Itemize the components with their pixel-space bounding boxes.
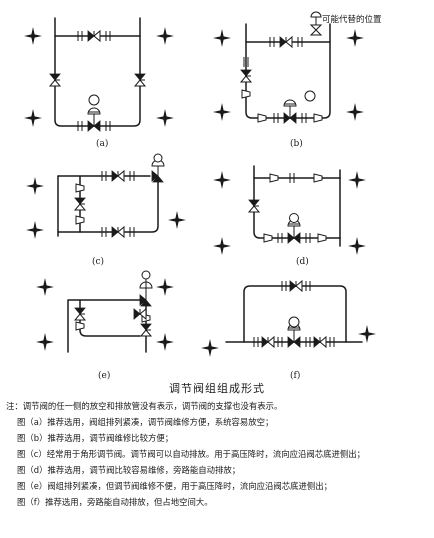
orientation-mark-icon: [156, 109, 174, 127]
orientation-mark-icon: [156, 278, 174, 296]
note-item: 图（c）经常用于角形调节阀。调节阀可以自动排放。用于高压降时，流向应沿阀芯底进侧…: [17, 449, 365, 459]
orientation-mark-icon: [348, 237, 366, 255]
actuator-icon: [289, 213, 299, 223]
alternate-valve-position: [309, 11, 323, 36]
panel-f: (f): [201, 280, 376, 381]
orientation-mark-icon: [201, 339, 219, 357]
orientation-mark-icon: [156, 27, 174, 45]
orientation-mark-icon: [24, 27, 42, 45]
gate-valve: [111, 226, 125, 238]
orientation-mark-icon: [213, 237, 231, 255]
note-item: 图（f）推荐选用，旁路能自动排放，但占地空间大。: [17, 497, 213, 507]
bypass-gate-valve: [289, 280, 303, 292]
orientation-mark-icon: [36, 333, 54, 351]
orientation-mark-icon: [26, 177, 44, 195]
orientation-mark-icon: [213, 171, 231, 189]
orientation-mark-icon: [213, 29, 231, 47]
panel-label: (e): [98, 370, 110, 381]
outlet-pipe: [57, 181, 159, 233]
orientation-mark-icon: [358, 325, 376, 343]
orientation-mark-icon: [348, 171, 366, 189]
actuator-icon: [141, 270, 151, 280]
top-pipe: [67, 299, 141, 353]
panel-e: (e): [36, 270, 174, 381]
note-item: 图（e）阀组排列紧凑，但调节阀维修不便，用于高压降时，流向应沿阀芯底进侧出；: [17, 481, 333, 491]
panel-label: (b): [290, 138, 303, 149]
orientation-mark-icon: [346, 29, 364, 47]
figure-title: 调节阀组组成形式: [169, 382, 265, 395]
panel-label: (c): [92, 256, 104, 267]
panel-d: (d): [213, 165, 366, 267]
actuator-icon: [288, 316, 300, 328]
control-valve: [287, 219, 301, 244]
actuator-icon: [88, 94, 100, 106]
main-pipe: [253, 165, 341, 239]
bypass-pipe: [79, 299, 141, 337]
alternate-position-note: 可能代替的位置: [322, 14, 382, 25]
panel-a: (a): [24, 17, 174, 149]
note-item: 图（b）推荐选用，调节阀维修比较方便；: [17, 433, 174, 443]
panel-c: (c): [26, 153, 186, 267]
control-valve: [87, 107, 101, 132]
actuator-icon: [153, 153, 163, 163]
panel-label: (d): [296, 256, 309, 267]
orientation-mark-icon: [24, 109, 42, 127]
actuator-icon: [304, 90, 316, 102]
main-pipe: [245, 41, 331, 119]
orientation-mark-icon: [156, 333, 174, 351]
panel-label: (f): [290, 370, 300, 381]
orientation-mark-icon: [346, 103, 364, 121]
note-item: 图（d）推荐选用，调节阀比较容易维修，旁路能自动排放；: [17, 465, 241, 475]
panel-label: (a): [96, 138, 108, 149]
bypass-gate-valve: [87, 30, 101, 42]
orientation-mark-icon: [26, 221, 44, 239]
note-intro: 注：调节阀的任一侧的放空和排放管没有表示，调节阀的支撑也没有表示。: [6, 401, 283, 411]
orientation-mark-icon: [213, 103, 231, 121]
bypass-pipe: [243, 285, 347, 343]
panel-b: 可能代替的位置 (b): [213, 11, 382, 149]
gate-valve: [111, 170, 125, 182]
angle-control-valve: [151, 159, 165, 183]
notes: 注：调节阀的任一侧的放空和排放管没有表示，调节阀的支撑也没有表示。 图（a）推荐…: [6, 398, 430, 510]
orientation-mark-icon: [36, 278, 54, 296]
gate-valve: [261, 336, 275, 348]
bypass-gate-valve: [279, 36, 293, 48]
orientation-mark-icon: [168, 211, 186, 229]
control-valve: [283, 99, 297, 124]
control-valve-assembly-diagrams: (a) 可能代替的位置 (b): [24, 11, 382, 381]
gate-valve: [313, 336, 327, 348]
note-item: 图（a）推荐选用，阀组排列紧凑，调节阀维修方便，系统容易放空；: [17, 417, 274, 427]
